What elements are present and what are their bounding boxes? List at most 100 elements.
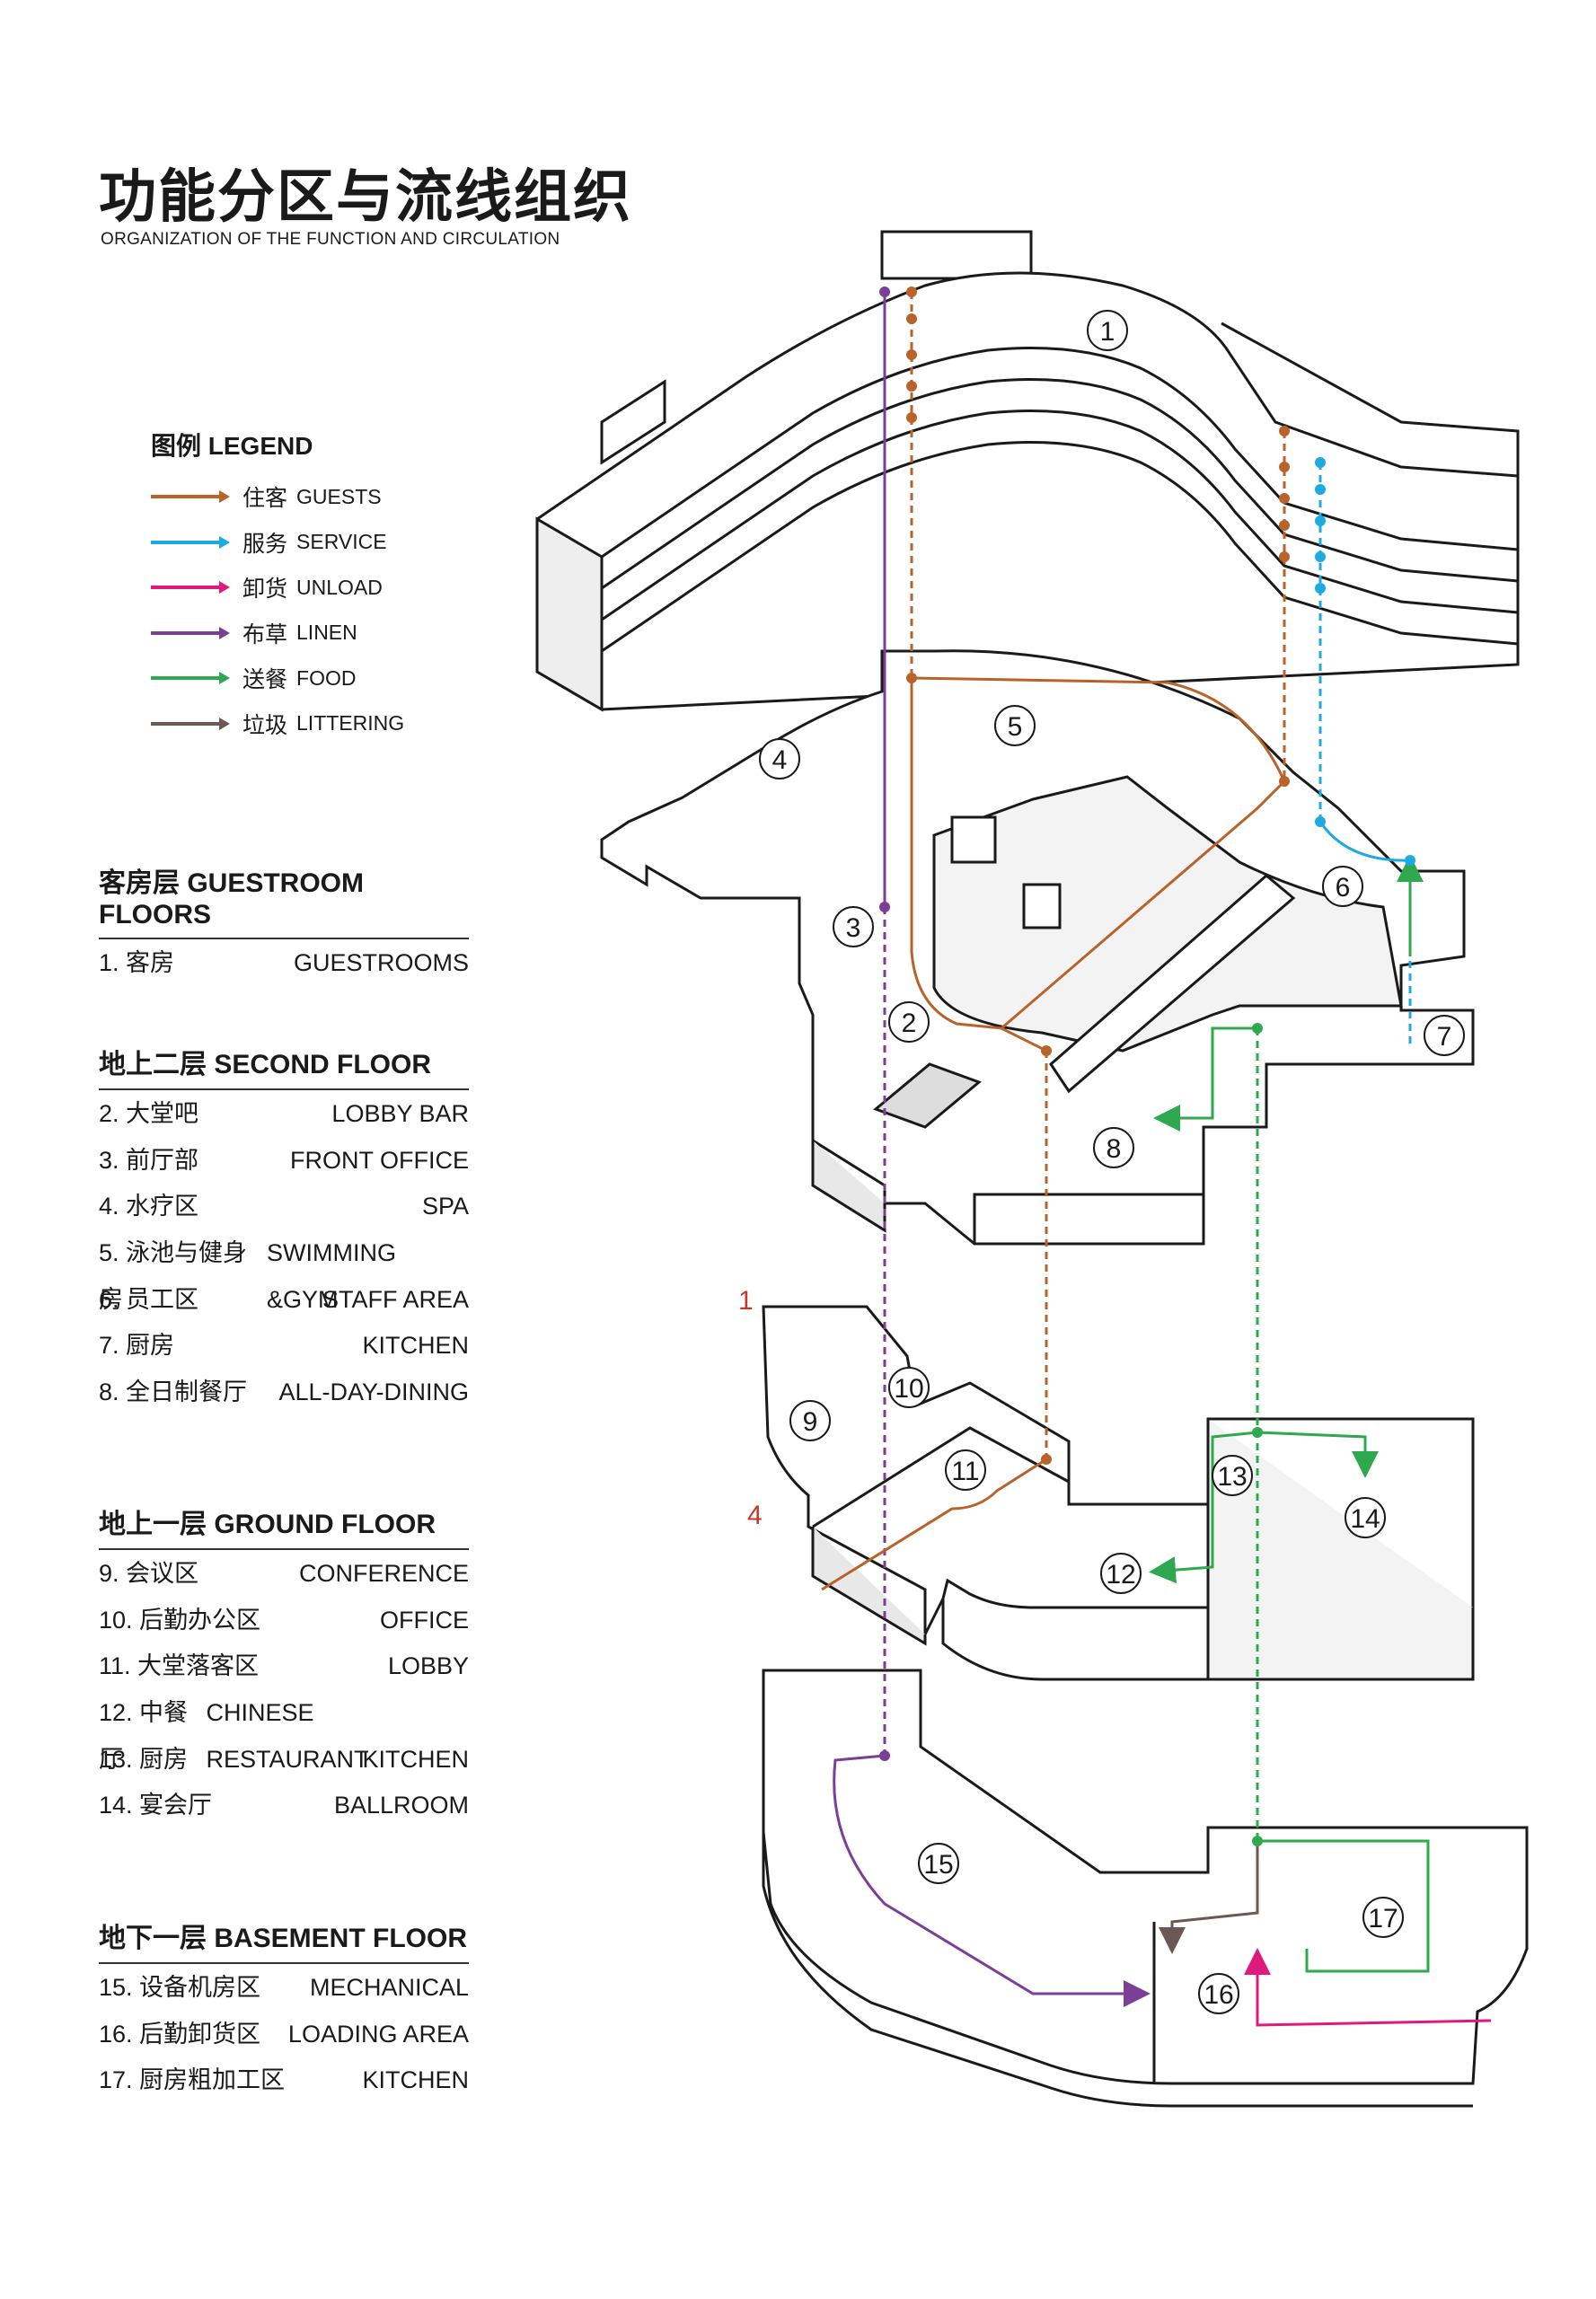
- node-dot: [879, 902, 890, 912]
- floor-line: [601, 347, 1519, 559]
- zone-markers: 1 2 3 4 5 6 7 8 9 10 11 12 13 14 15 16 1…: [759, 310, 1465, 2014]
- arrow-icon: [151, 717, 230, 730]
- legend-item-linen: 布草 LINEN: [149, 611, 404, 656]
- zone-number: 11: [951, 1457, 979, 1486]
- item-en: BALLROOM: [333, 1792, 469, 1819]
- item-cn: 2. 大堂吧: [99, 1100, 199, 1127]
- zone-number: 1: [1100, 317, 1115, 347]
- item-cn: 14. 宴会厅: [99, 1792, 213, 1819]
- ground-floor-side: [811, 1527, 927, 1646]
- list-item: 14. 宴会厅 BALLROOM: [99, 1782, 469, 1828]
- item-cn: 6. 员工区: [99, 1285, 199, 1313]
- zone-number: 3: [846, 913, 861, 943]
- node-dot: [906, 286, 917, 297]
- item-en: GUESTROOMS: [293, 949, 469, 976]
- legend-item-service: 服务 SERVICE: [149, 520, 404, 566]
- zone-number: 2: [902, 1009, 917, 1038]
- legend-label-cn: 住客: [242, 486, 288, 512]
- item-en: SPA: [421, 1193, 469, 1220]
- food-path: [1153, 1026, 1257, 1132]
- zone-1-marker: 1: [1087, 310, 1128, 351]
- item-en: CONFERENCE: [298, 1560, 469, 1587]
- legend-label-en: FOOD: [296, 665, 357, 690]
- zone-14-marker: 14: [1345, 1497, 1386, 1538]
- guest-path: [1001, 1026, 1047, 1053]
- guest-path: [821, 1458, 1047, 1591]
- node-dot: [906, 349, 917, 360]
- legend-label-cn: 服务: [242, 531, 288, 557]
- list-item: 1. 客房 GUESTROOMS: [99, 939, 469, 986]
- list-item: 9. 会议区 CONFERENCE: [99, 1550, 469, 1597]
- legend-label-en: GUESTS: [296, 484, 382, 508]
- tower-end-face: [535, 516, 604, 712]
- item-cn: 10. 后勤办公区: [99, 1606, 261, 1634]
- basement-outline: [762, 1669, 1529, 2085]
- zone-2-marker: 2: [888, 1001, 930, 1043]
- node-dot: [1315, 816, 1326, 827]
- side-mark: 4: [747, 1501, 763, 1530]
- item-en: SWIMMING &GYM: [267, 1239, 397, 1314]
- second-floor-edge: [973, 1193, 1204, 1244]
- node-dot: [1041, 1454, 1052, 1465]
- node-dot: [879, 1750, 890, 1761]
- zone-6-marker: 6: [1322, 866, 1363, 907]
- section-title: 地上一层 GROUND FLOOR: [99, 1502, 469, 1550]
- item-en: KITCHEN: [362, 2066, 469, 2094]
- item-cn: 3. 前厅部: [99, 1146, 199, 1174]
- ground-floor-plate: [762, 1305, 1475, 1681]
- page-subtitle: ORGANIZATION OF THE FUNCTION AND CIRCULA…: [101, 230, 560, 249]
- pool-box: [950, 815, 997, 864]
- item-en: ALL-DAY-DINING: [278, 1379, 469, 1406]
- item-cn: 11. 大堂落客区: [99, 1652, 260, 1680]
- zone-12-marker: 12: [1100, 1553, 1142, 1594]
- bridge: [1049, 874, 1296, 1094]
- zone-number: 4: [772, 745, 788, 775]
- second-floor-plate: [600, 649, 1475, 1246]
- item-cn: 1. 客房: [99, 949, 175, 976]
- legend-label-cn: 垃圾: [242, 712, 288, 738]
- littering-path: [1159, 1841, 1259, 1954]
- arrow-icon: [151, 535, 230, 549]
- node-dot: [1279, 462, 1290, 472]
- legend-item-food: 送餐 FOOD: [149, 656, 404, 701]
- section-title: 地上二层 SECOND FLOOR: [99, 1042, 469, 1090]
- roof-box: [880, 230, 1033, 280]
- zone-number: 8: [1107, 1134, 1122, 1164]
- legend-label-en: LINEN: [296, 621, 357, 645]
- node-dot: [906, 412, 917, 423]
- floor-line: [601, 410, 1519, 621]
- arrow-icon: [151, 581, 230, 595]
- item-cn: 17. 厨房粗加工区: [99, 2066, 286, 2094]
- basement-edge: [762, 1832, 1473, 2108]
- item-cn: 16. 后勤卸货区: [99, 2020, 261, 2048]
- lobby-void: [873, 1062, 982, 1129]
- list-item: 17. 厨房粗加工区 KITCHEN: [99, 2057, 469, 2103]
- node-dot: [906, 313, 917, 324]
- node-dot: [1252, 1836, 1263, 1846]
- item-en: STAFF AREA: [322, 1285, 469, 1313]
- legend-item-guests: 住客 GUESTS: [149, 474, 404, 520]
- node-dot: [1252, 1023, 1263, 1034]
- node-dot: [1405, 855, 1415, 866]
- item-cn: 9. 会议区: [99, 1560, 199, 1587]
- zone-5-marker: 5: [994, 705, 1036, 746]
- arrow-icon: [151, 490, 230, 504]
- section-title: 地下一层 BASEMENT FLOOR: [99, 1916, 469, 1964]
- zone-13-marker: 13: [1212, 1455, 1253, 1496]
- legend-label-en: UNLOAD: [296, 575, 383, 599]
- floor-line: [601, 441, 1519, 653]
- zone-11-marker: 11: [945, 1449, 986, 1491]
- node-dot: [1041, 1045, 1052, 1056]
- zone-15-marker: 15: [918, 1843, 959, 1884]
- zone-10-marker: 10: [888, 1367, 930, 1408]
- arrow-icon: [151, 626, 230, 639]
- legend-item-unload: 卸货 UNLOAD: [149, 565, 404, 611]
- zone-4-marker: 4: [759, 738, 800, 780]
- zone-3-marker: 3: [833, 906, 874, 947]
- legend-title: 图例 LEGEND: [151, 432, 313, 460]
